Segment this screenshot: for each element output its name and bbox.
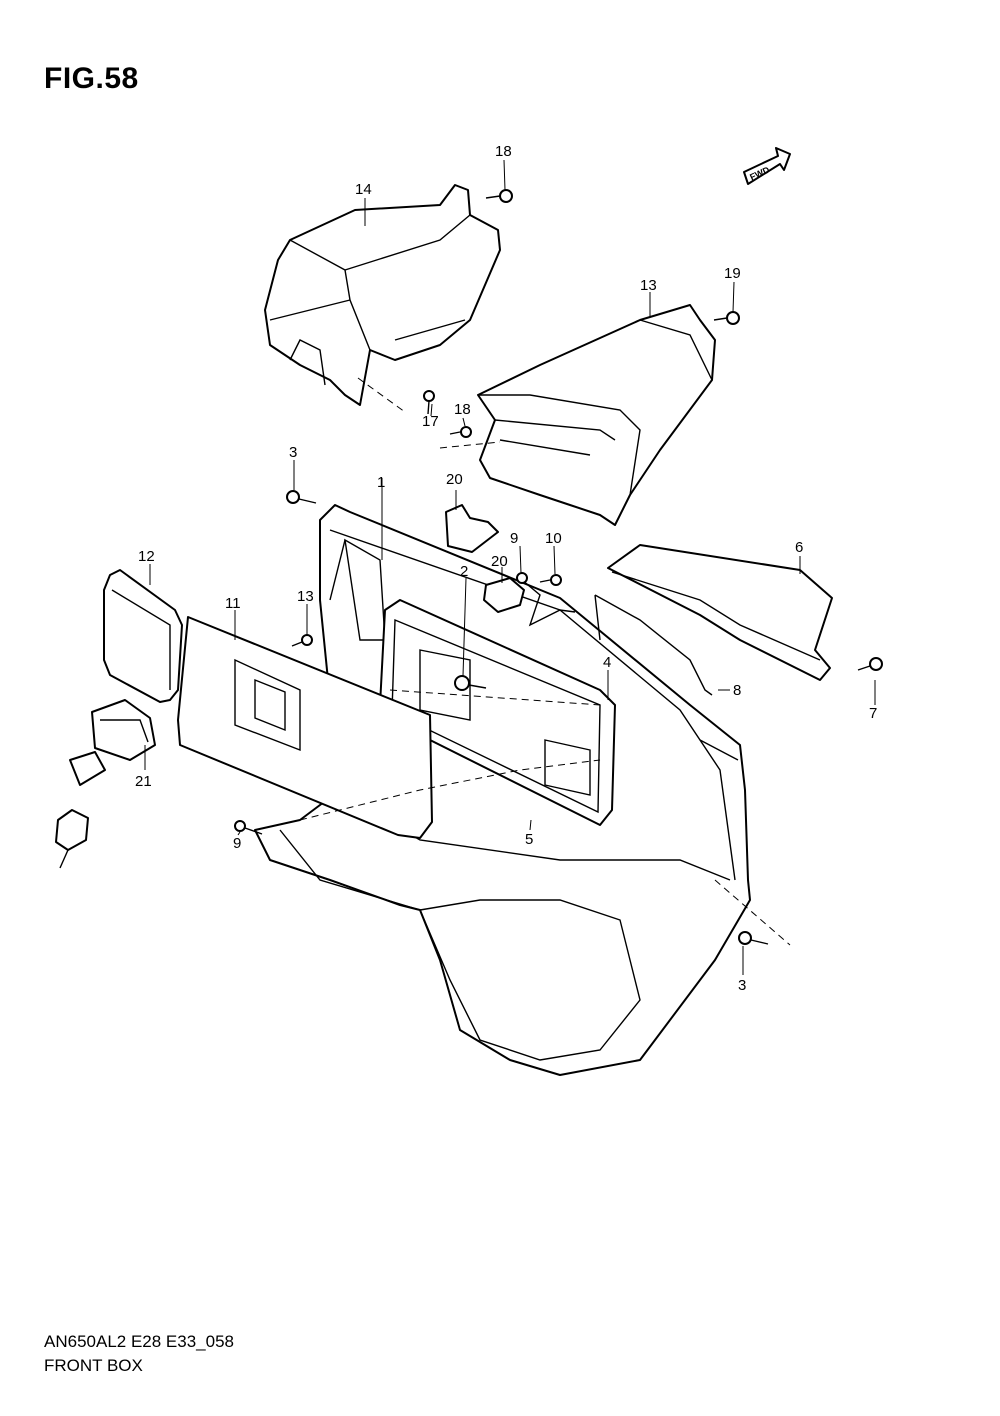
callout-14: 12	[138, 548, 155, 565]
callout-20-label: 20	[491, 553, 508, 570]
callout-17-left: 17	[422, 413, 439, 430]
callout-12: 11	[225, 595, 241, 612]
callout-16: 14	[355, 181, 372, 198]
part-6-side-cover	[607, 544, 833, 681]
callout-18-right: 19	[724, 265, 741, 282]
fastener-screws	[234, 189, 883, 945]
callout-3-upper: 3	[289, 444, 297, 461]
part-19-pad	[445, 504, 499, 553]
callout-9-label: 9	[233, 835, 241, 852]
part-16-upper-duct-cover	[264, 184, 501, 406]
callout-7: 7	[869, 705, 877, 722]
footer: AN650AL2 E28 E33_058 FRONT BOX	[44, 1330, 234, 1378]
callout-18-top: 18	[495, 143, 512, 160]
callout-11: 10	[545, 530, 562, 547]
callout-2: 2	[460, 563, 468, 580]
callout-5: 5	[525, 831, 533, 848]
callout-10: 9	[510, 530, 518, 547]
callout-19-label: 20	[446, 471, 463, 488]
part-21-lock-set	[55, 699, 156, 869]
part-14-small-cover	[103, 569, 183, 703]
part-15-upper-duct-cover	[477, 304, 716, 526]
callout-labels: 18 14 19 13 17 18 3 1 19 20 9 10 21 19 2…	[135, 143, 877, 994]
callout-13-label: 13	[297, 588, 314, 605]
assembly-guide-lines	[299, 377, 791, 946]
callout-17-right: 18	[454, 401, 471, 418]
part-10-bracket	[521, 579, 576, 627]
callout-1: 1	[377, 474, 385, 491]
fwd-arrow-icon: FWD	[743, 147, 791, 185]
callout-4: 4	[603, 654, 611, 671]
callout-15: 13	[640, 277, 657, 294]
callout-3-lower: 3	[738, 977, 746, 994]
part-8-seal-strip	[594, 594, 713, 696]
model-code: AN650AL2 E28 E33_058	[44, 1332, 234, 1351]
figure-title: FIG.58	[44, 62, 139, 95]
part-12-lid-panel	[177, 616, 433, 839]
callout-21: 21	[135, 773, 152, 790]
diagram-caption: FRONT BOX	[44, 1356, 143, 1375]
callout-8: 8	[733, 682, 741, 699]
callout-leader-lines	[144, 159, 876, 975]
callout-6: 6	[795, 539, 803, 556]
part-20-block	[483, 577, 525, 613]
